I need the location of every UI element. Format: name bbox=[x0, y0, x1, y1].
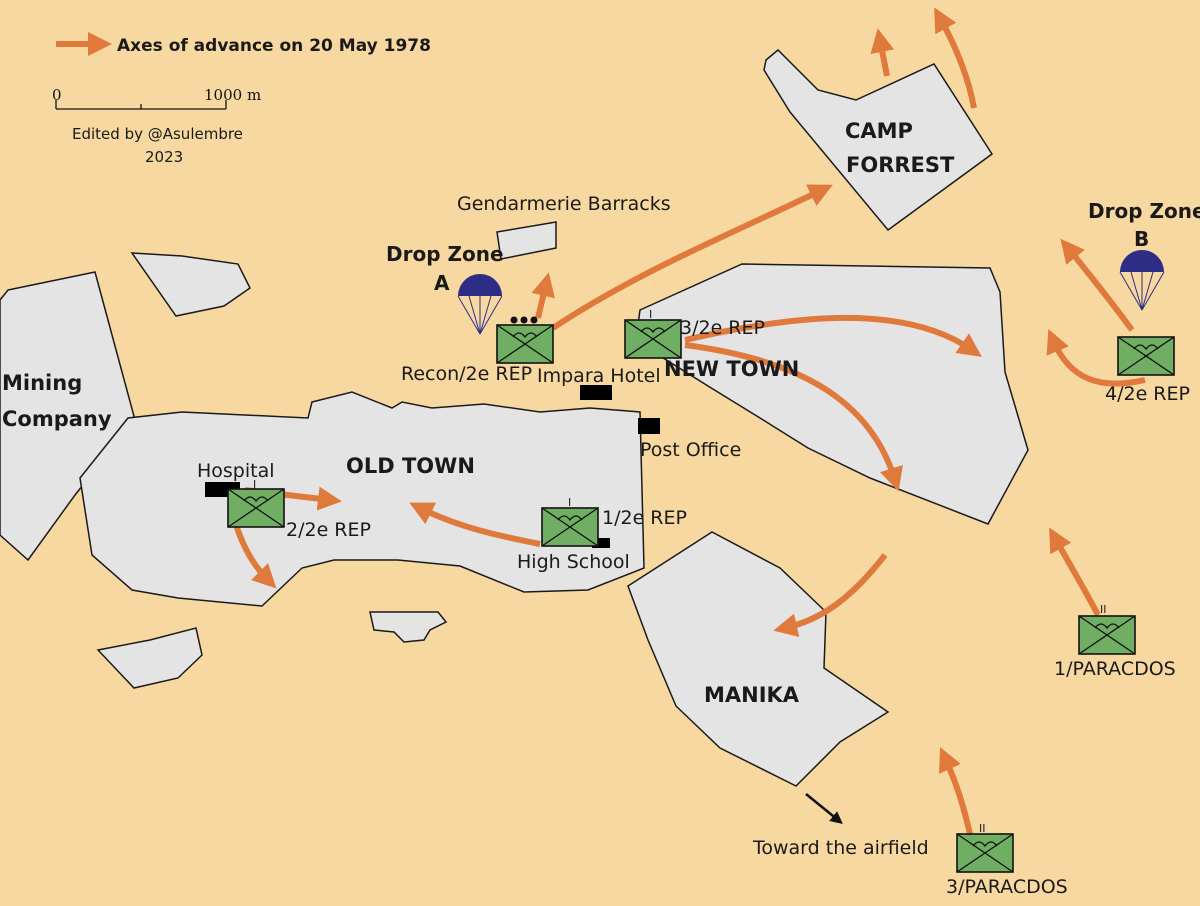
parachute-icon bbox=[1119, 249, 1165, 311]
mining-company-area bbox=[0, 271, 136, 562]
small-area-sw bbox=[96, 627, 203, 689]
drop-zone-a-letter: A bbox=[434, 271, 450, 295]
high-school-building bbox=[592, 538, 610, 548]
orange-arrow-icon bbox=[1060, 238, 1135, 332]
old-town-area bbox=[79, 391, 645, 607]
drop-zone-a-label: Drop Zone bbox=[386, 242, 504, 266]
orange-arrow-icon bbox=[409, 502, 541, 547]
unit-size-mark: II bbox=[979, 822, 986, 835]
unit-3-2e-rep-label: 3/2e REP bbox=[680, 317, 765, 339]
unit-1-2e-rep-label: 1/2e REP bbox=[602, 507, 687, 529]
camp-forrest-area bbox=[763, 48, 994, 232]
drop-zone-a: Drop Zone A bbox=[386, 242, 504, 335]
nato-airborne-infantry-icon bbox=[1078, 615, 1136, 655]
hospital-label: Hospital bbox=[197, 460, 275, 482]
camp-forrest-label: CAMP bbox=[845, 119, 913, 143]
unit-1-paracdos-label: 1/PARACDOS bbox=[1054, 658, 1176, 680]
scale-bar bbox=[55, 100, 227, 110]
unit-3-paracdos: II 3/PARACDOS bbox=[946, 822, 1068, 898]
gendarmerie-label: Gendarmerie Barracks bbox=[457, 193, 671, 215]
credit-year: 2023 bbox=[145, 148, 183, 166]
old-town-label: OLD TOWN bbox=[346, 454, 475, 478]
unit-size-mark: I bbox=[649, 308, 652, 321]
mining-company-label: Mining bbox=[2, 371, 82, 395]
camp-forrest-label: FORREST bbox=[846, 153, 955, 177]
legend: Axes of advance on 20 May 1978 0 1000 m … bbox=[52, 32, 431, 166]
high-school-label: High School bbox=[517, 551, 630, 573]
buildings bbox=[205, 385, 660, 548]
nato-airborne-infantry-icon bbox=[541, 507, 599, 547]
orange-arrow-icon bbox=[531, 272, 555, 319]
drop-zone-b-label: Drop Zone bbox=[1088, 199, 1200, 223]
impara-hotel-building bbox=[580, 385, 612, 400]
unit-4-2e-rep-label: 4/2e REP bbox=[1105, 383, 1190, 405]
manika-area bbox=[627, 531, 890, 787]
unit-recon: Recon/2e REP bbox=[401, 316, 554, 385]
unit-recon-label: Recon/2e REP bbox=[401, 363, 532, 385]
unit-2-2e-rep-label: 2/2e REP bbox=[286, 519, 371, 541]
nato-airborne-infantry-icon bbox=[624, 319, 682, 359]
post-office-label: Post Office bbox=[640, 439, 741, 461]
unit-3-paracdos-label: 3/PARACDOS bbox=[946, 876, 1068, 898]
mining-company-label: Company bbox=[2, 407, 112, 431]
parachute-icon bbox=[457, 273, 503, 335]
unit-3-2e-rep: I 3/2e REP bbox=[624, 308, 765, 359]
airfield-arrow-icon bbox=[805, 793, 843, 824]
advance-arrows bbox=[229, 7, 1146, 835]
toward-airfield-label: Toward the airfield bbox=[752, 837, 929, 859]
orange-arrow-icon bbox=[1049, 527, 1101, 617]
scale-start-label: 0 bbox=[52, 86, 62, 104]
unit-size-mark: I bbox=[253, 478, 256, 491]
orange-arrow-icon bbox=[1046, 328, 1146, 387]
legend-label: Axes of advance on 20 May 1978 bbox=[117, 36, 431, 56]
credit-line: Edited by @Asulembre bbox=[72, 125, 243, 143]
orange-arrow-icon bbox=[684, 315, 982, 357]
place-labels: Gendarmerie Barracks Impara Hotel Post O… bbox=[197, 193, 929, 859]
orange-arrow-icon bbox=[870, 28, 895, 77]
unit-size-mark: II bbox=[1100, 603, 1107, 616]
orange-arrow-icon bbox=[551, 184, 833, 331]
nato-airborne-infantry-icon bbox=[227, 488, 285, 528]
orange-arrow-icon bbox=[934, 7, 977, 109]
area-labels: CAMP FORREST NEW TOWN OLD TOWN MANIKA Mi… bbox=[2, 119, 955, 707]
unit-4-2e-rep: 4/2e REP bbox=[1105, 336, 1190, 405]
drop-zone-b-letter: B bbox=[1134, 227, 1149, 251]
unit-2-2e-rep: I 2/2e REP bbox=[227, 478, 371, 541]
orange-arrow-icon bbox=[684, 342, 903, 492]
impara-hotel-label: Impara Hotel bbox=[537, 365, 661, 387]
manika-label: MANIKA bbox=[704, 683, 800, 707]
scale-end-label: 1000 m bbox=[204, 86, 261, 104]
unit-size-mark: I bbox=[568, 496, 571, 509]
post-office-building bbox=[638, 418, 660, 434]
drop-zone-b: Drop Zone B bbox=[1088, 199, 1200, 311]
unit-1-paracdos: II 1/PARACDOS bbox=[1054, 603, 1176, 680]
new-town-label: NEW TOWN bbox=[664, 357, 799, 381]
nato-airborne-infantry-icon bbox=[956, 833, 1014, 873]
nato-airborne-infantry-icon bbox=[1117, 336, 1175, 376]
gendarmerie-area bbox=[496, 221, 557, 260]
nato-airborne-infantry-icon bbox=[496, 324, 554, 364]
orange-arrow-icon bbox=[773, 553, 888, 638]
small-area-nw bbox=[130, 252, 251, 317]
orange-arrow-icon bbox=[939, 747, 973, 835]
unit-1-2e-rep: I 1/2e REP bbox=[541, 496, 687, 547]
small-area-s bbox=[369, 611, 448, 643]
